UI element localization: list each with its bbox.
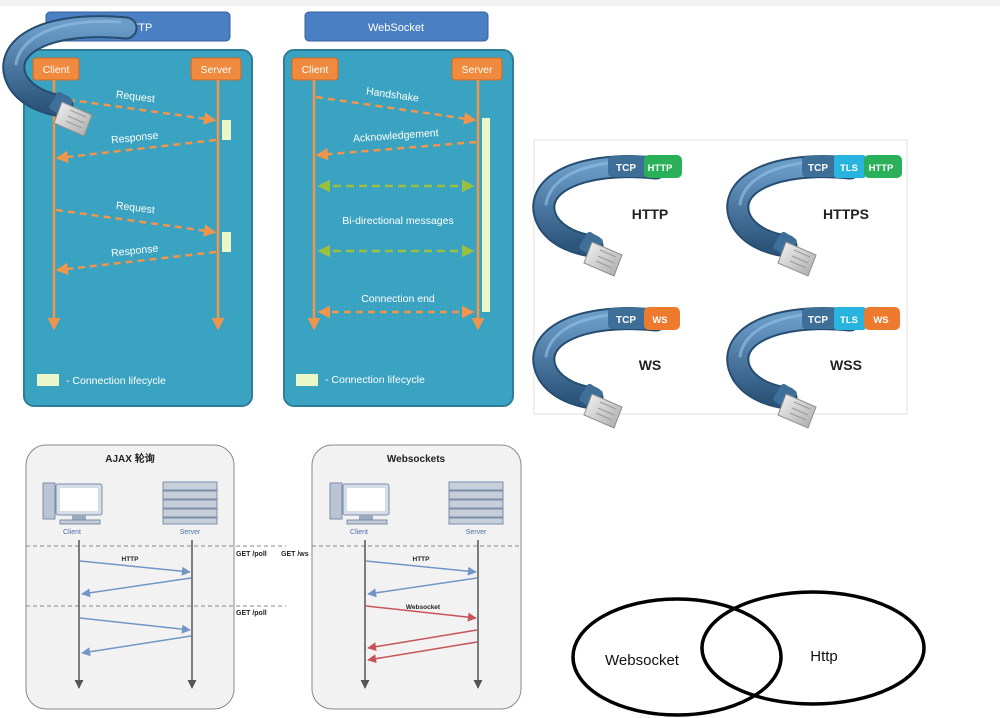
server-icon bbox=[448, 481, 504, 525]
ajax-message-arrow bbox=[81, 635, 192, 657]
websockets-message-arrow bbox=[367, 641, 478, 664]
http-server-label: Server bbox=[201, 64, 232, 76]
ws-title: WebSocket bbox=[368, 22, 424, 34]
tls-tag-label: TLS bbox=[840, 315, 858, 326]
http-message-label: Request bbox=[115, 200, 155, 217]
http-lifecycle-bar bbox=[222, 232, 231, 252]
ws-handshake-arrow bbox=[315, 95, 477, 125]
websockets-message-arrow bbox=[367, 629, 478, 652]
http-message-label: Request bbox=[115, 89, 155, 106]
ajax-message-arrow bbox=[79, 617, 191, 634]
http-panel: HTTP Client Server Request Response Requ… bbox=[23, 11, 253, 407]
http-response-arrow bbox=[55, 250, 217, 276]
top-strip bbox=[0, 0, 1000, 6]
http-request-arrow bbox=[55, 208, 217, 237]
http-message-label: Response bbox=[111, 130, 159, 147]
tcp-tag bbox=[608, 308, 648, 329]
ws-ack-arrow bbox=[315, 140, 477, 161]
cables-frame bbox=[533, 139, 908, 415]
ajax-server-label: Server bbox=[180, 529, 201, 536]
ajax-message-arrow bbox=[81, 577, 192, 598]
tcp-tag-label: TCP bbox=[616, 315, 636, 326]
tls-tag bbox=[834, 155, 866, 178]
ws-tag-label: WS bbox=[652, 315, 667, 326]
cable-label: HTTPS bbox=[823, 206, 869, 222]
tcp-tag-label: TCP bbox=[808, 163, 828, 174]
tcp-tag bbox=[802, 156, 842, 177]
websockets-message-arrow bbox=[365, 605, 477, 622]
ws-panel: WebSocket Client Server Handshake Acknow… bbox=[283, 11, 514, 407]
ws-message-label: Connection end bbox=[361, 293, 435, 305]
tcp-tag-label: TCP bbox=[808, 315, 828, 326]
websockets-message-label: Websocket bbox=[406, 604, 441, 611]
websockets-http-arrow bbox=[367, 577, 478, 598]
http-client-label: Client bbox=[43, 64, 70, 76]
websockets-panel: Websockets Client Server GET /ws HTTP We… bbox=[281, 444, 522, 710]
http-legend-label: - Connection lifecycle bbox=[66, 375, 166, 387]
http-server-box bbox=[190, 57, 242, 81]
cable-label: WSS bbox=[830, 357, 862, 373]
ajax-request-label: GET /poll bbox=[236, 610, 267, 617]
desktop-icon bbox=[329, 482, 390, 525]
ws-message-label: Bi-directional messages bbox=[342, 215, 453, 227]
ajax-panel: AJAX 轮询 Client Server GET /poll GET /pol… bbox=[25, 444, 286, 710]
http-request-arrow bbox=[55, 96, 217, 125]
websockets-server-label: Server bbox=[466, 529, 487, 536]
server-icon bbox=[162, 481, 218, 525]
tcp-tag bbox=[802, 308, 842, 329]
ws-tag bbox=[644, 307, 680, 330]
venn-websocket-ellipse bbox=[571, 597, 783, 717]
ajax-request-label: GET /poll bbox=[236, 551, 267, 558]
ws-legend-swatch bbox=[296, 374, 318, 386]
websockets-http-arrow bbox=[365, 560, 477, 576]
tls-tag-label: TLS bbox=[840, 163, 858, 174]
websockets-message-label: HTTP bbox=[413, 556, 431, 563]
ws-lifecycle-bar bbox=[482, 118, 490, 312]
cable-ws: TCP WS WS bbox=[544, 307, 680, 428]
ws-tag-label: WS bbox=[873, 315, 888, 326]
venn-http-ellipse bbox=[700, 590, 926, 706]
http-message-label: Response bbox=[111, 243, 159, 260]
ajax-client-label: Client bbox=[63, 529, 81, 536]
http-client-box bbox=[32, 57, 80, 81]
venn-diagram: Websocket Http bbox=[571, 590, 926, 717]
tls-tag bbox=[834, 307, 866, 330]
cable-wss: TCP TLS WS WSS bbox=[738, 307, 900, 428]
http-tag-label: HTTP bbox=[648, 163, 673, 174]
tcp-tag-label: TCP bbox=[616, 163, 636, 174]
websockets-client-label: Client bbox=[350, 529, 368, 536]
venn-left-label: Websocket bbox=[605, 652, 680, 669]
ajax-title: AJAX 轮询 bbox=[105, 452, 154, 465]
venn-right-label: Http bbox=[810, 648, 838, 665]
ws-message-label: Acknowledgement bbox=[353, 127, 440, 145]
ajax-message-label: HTTP bbox=[122, 556, 140, 563]
ws-legend-label: - Connection lifecycle bbox=[325, 374, 425, 386]
http-legend-swatch bbox=[37, 374, 59, 386]
ws-title-box bbox=[304, 11, 489, 42]
cable-label: WS bbox=[639, 357, 662, 373]
cable-icon bbox=[2, 15, 138, 137]
http-response-arrow bbox=[55, 138, 217, 164]
ws-server-label: Server bbox=[462, 64, 493, 76]
cable-https: TCP TLS HTTP HTTPS bbox=[738, 155, 902, 276]
http-tag bbox=[644, 155, 682, 178]
websockets-title: Websockets bbox=[387, 454, 446, 465]
ws-client-label: Client bbox=[302, 64, 329, 76]
ajax-message-arrow bbox=[79, 560, 191, 576]
cable-http: TCP HTTP HTTP bbox=[544, 155, 682, 276]
http-tag-label: HTTP bbox=[869, 163, 894, 174]
protocol-cables-panel bbox=[2, 15, 908, 415]
http-tag bbox=[864, 155, 902, 178]
desktop-icon bbox=[42, 482, 103, 525]
http-lifecycle-bar bbox=[222, 120, 231, 140]
ws-tag bbox=[864, 307, 900, 330]
tcp-tag bbox=[608, 156, 648, 177]
cable-label: HTTP bbox=[632, 206, 669, 222]
websockets-request-label: GET /ws bbox=[281, 551, 309, 558]
http-body bbox=[23, 49, 253, 407]
